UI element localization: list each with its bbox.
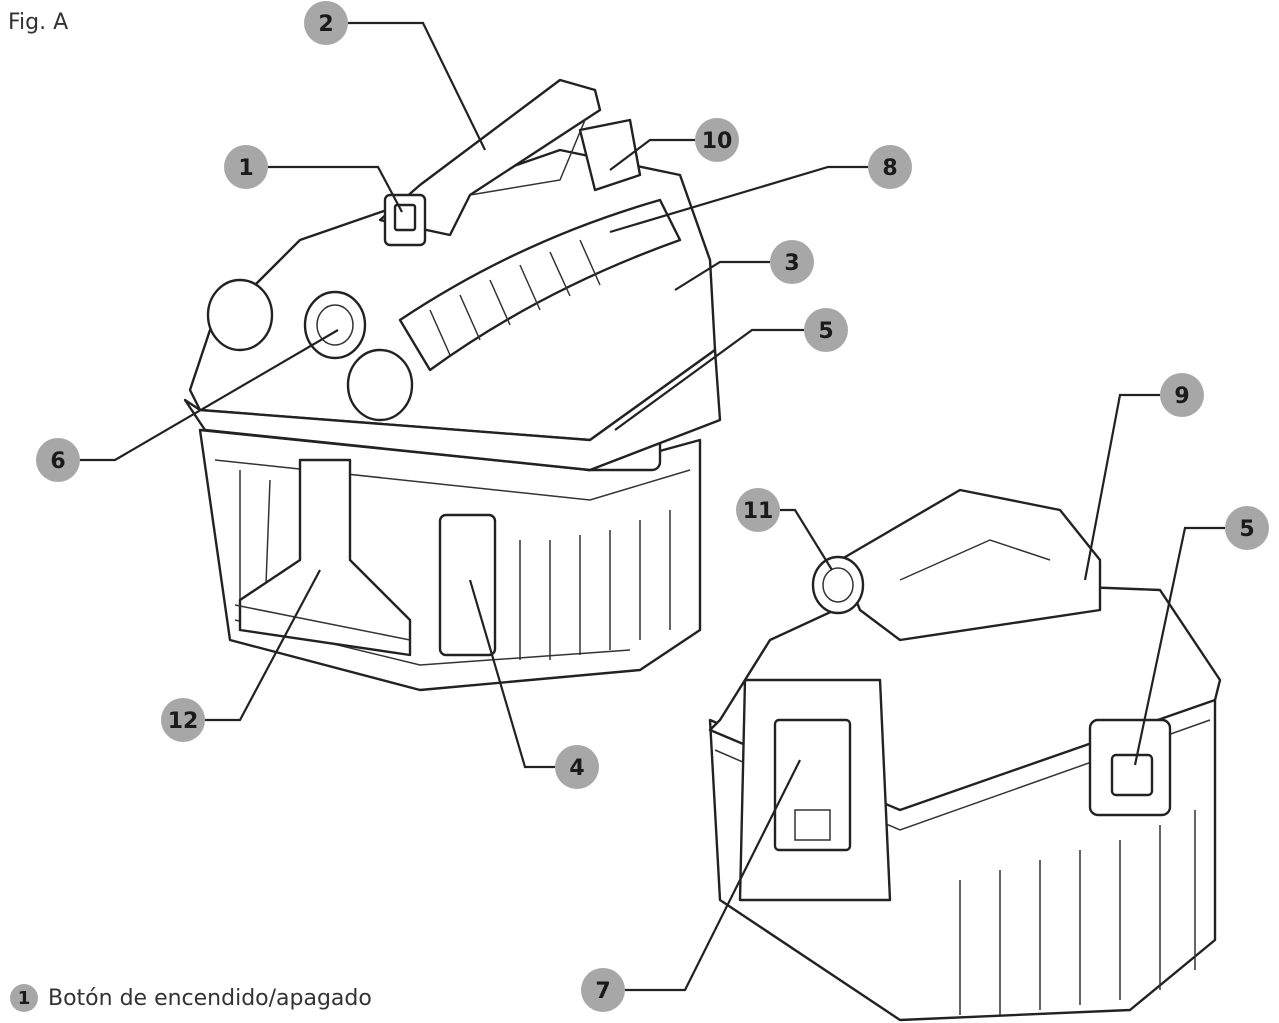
figure-label: Fig. A: [8, 10, 69, 35]
svg-text:9: 9: [1174, 384, 1189, 409]
callout-1: 1: [224, 145, 268, 189]
callout-10: 10: [695, 118, 739, 162]
svg-text:8: 8: [882, 156, 897, 181]
callout-12: 12: [161, 698, 205, 742]
svg-text:2: 2: [318, 12, 333, 37]
callout-6: 6: [36, 438, 80, 482]
svg-text:11: 11: [743, 499, 774, 524]
legend-text: Botón de encendido/apagado: [48, 985, 372, 1011]
callout-8: 8: [868, 145, 912, 189]
vacuum-rear-view: [708, 488, 1222, 1022]
legend-item: 1 Botón de encendido/apagado: [10, 984, 372, 1012]
legend-number-badge: 1: [10, 984, 38, 1012]
svg-text:5: 5: [818, 319, 833, 344]
callout-7: 7: [581, 968, 625, 1012]
leader-lines: [80, 21, 1225, 992]
callout-9: 9: [1160, 373, 1204, 417]
callout-11: 11: [736, 488, 780, 532]
svg-text:5: 5: [1239, 517, 1254, 542]
callout-5-front: 5: [804, 308, 848, 352]
svg-text:3: 3: [784, 251, 799, 276]
svg-text:1: 1: [238, 156, 253, 181]
svg-text:7: 7: [595, 979, 610, 1004]
callout-3: 3: [770, 240, 814, 284]
callout-4: 4: [555, 745, 599, 789]
svg-text:12: 12: [168, 709, 199, 734]
callout-5-rear: 5: [1225, 506, 1269, 550]
svg-text:10: 10: [702, 129, 733, 154]
svg-text:6: 6: [50, 449, 65, 474]
svg-text:4: 4: [569, 756, 584, 781]
callout-2: 2: [304, 1, 348, 45]
